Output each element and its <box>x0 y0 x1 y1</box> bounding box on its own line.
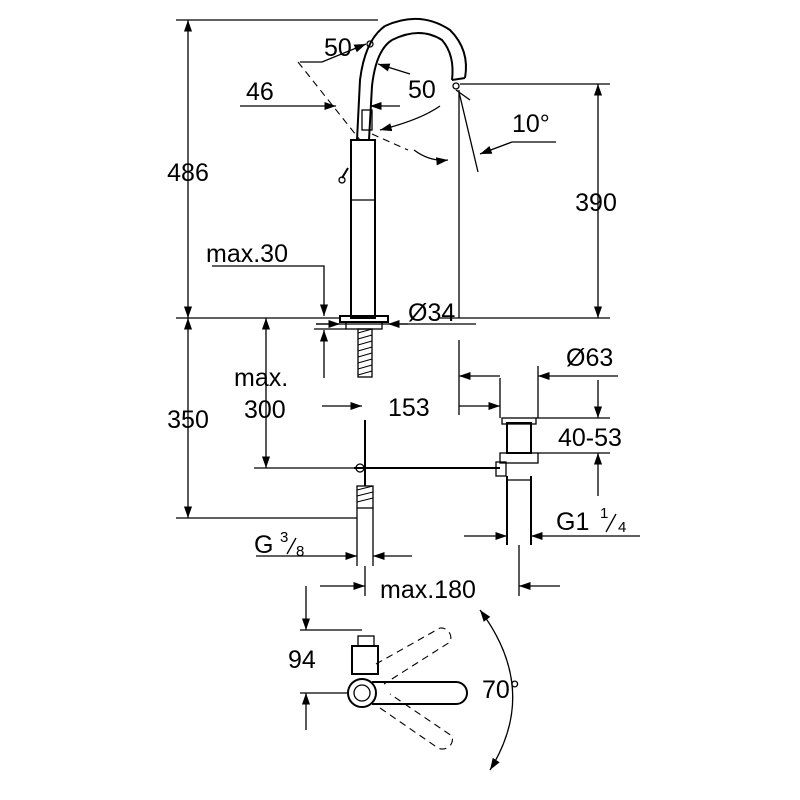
label-under-counter: 350 <box>167 406 209 434</box>
label-hole-diameter: Ø34 <box>408 299 455 327</box>
label-waste-thread-num: 1 <box>600 505 608 522</box>
label-max-deck: max.30 <box>206 240 288 268</box>
label-lever-radius-upper: 50 <box>324 34 352 62</box>
top-view-body <box>351 645 379 675</box>
threaded-shank <box>357 328 373 378</box>
faucet-neck <box>356 25 386 141</box>
label-waste-height: 40-53 <box>558 424 622 452</box>
label-waste-diameter: Ø63 <box>566 344 613 372</box>
faucet-body <box>350 139 376 319</box>
top-view-lever <box>372 681 468 705</box>
label-lever-radius-lower: 50 <box>408 76 436 104</box>
faucet-lever <box>341 167 349 179</box>
label-lever-offset: 46 <box>246 78 274 106</box>
faucet-top-view <box>300 586 514 771</box>
dimension-lines <box>176 19 640 596</box>
waste-body <box>506 422 532 454</box>
label-spout-angle: 10° <box>512 110 550 138</box>
label-top-depth: 94 <box>288 646 316 674</box>
label-waste-thread-den: 4 <box>618 519 626 536</box>
label-swivel-angle: 70° <box>482 676 520 704</box>
dimension-labels: 486 350 390 max.30 Ø34 10° 50 50 46 Ø63 … <box>167 34 626 704</box>
label-max-rod-1: max. <box>234 364 288 392</box>
label-spout-height: 390 <box>575 189 617 217</box>
label-waste-thread: G1 <box>556 508 589 536</box>
faucet-side-view <box>297 17 539 545</box>
label-max-rod-2: 300 <box>244 396 286 424</box>
label-inlet-thread-den: 8 <box>296 543 304 560</box>
label-inlet-thread: G <box>254 531 273 559</box>
label-inlet-thread-num: 3 <box>280 529 288 546</box>
faucet-spout <box>384 17 467 79</box>
label-projection: 153 <box>388 394 430 422</box>
label-total-height: 486 <box>167 159 209 187</box>
label-max-180: max.180 <box>380 576 476 604</box>
